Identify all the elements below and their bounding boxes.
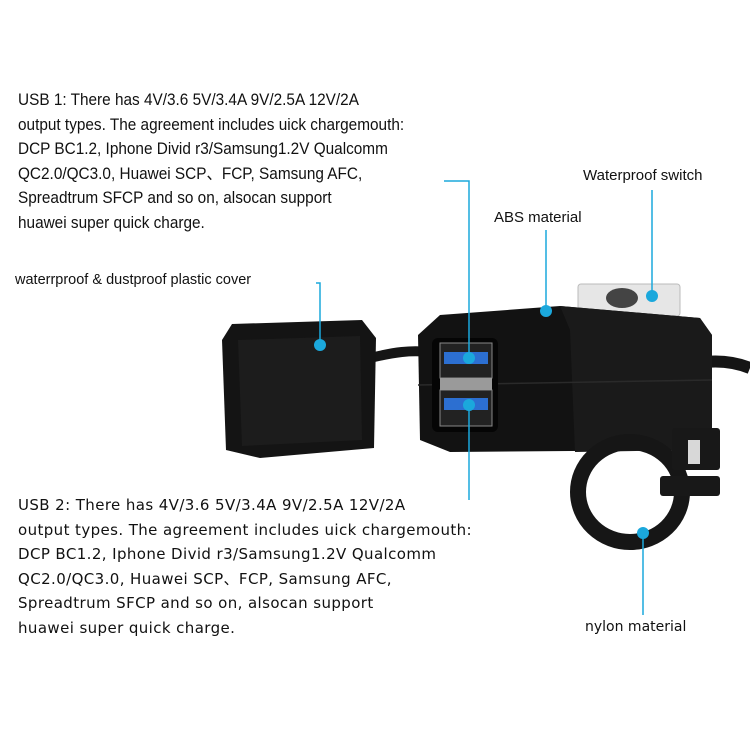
dot-usb1 xyxy=(463,352,475,364)
usb1-line: huawei super quick charge. xyxy=(18,213,205,232)
usb1-line: Spreadtrum SFCP and so on, alsocan suppo… xyxy=(18,189,332,208)
usb1-line: USB 1: There has 4V/3.6 5V/3.4A 9V/2.5A … xyxy=(18,91,359,109)
usb1-line: DCP BC1.2, Iphone Divid r3/Samsung1.2V Q… xyxy=(18,140,388,159)
dot-cover xyxy=(314,339,326,351)
label-abs-material: ABS material xyxy=(494,209,582,226)
usb1-line: QC2.0/QC3.0, Huawei SCP、FCP, Samsung AFC… xyxy=(18,164,363,183)
dot-switch xyxy=(646,290,658,302)
usb2-line: Spreadtrum SFCP and so on, alsocan suppo… xyxy=(18,594,374,613)
leader-cover xyxy=(316,282,321,345)
usb2-line: QC2.0/QC3.0, Huawei SCP、FCP, Samsung AFC… xyxy=(18,569,392,588)
leader-usb1 xyxy=(444,180,470,358)
usb2-line: USB 2: There has 4V/3.6 5V/3.4A 9V/2.5A … xyxy=(18,496,406,514)
leader-lines xyxy=(316,180,653,615)
label-nylon-material: nylon material xyxy=(585,619,687,635)
usb1-line: output types. The agreement includes uic… xyxy=(18,115,405,134)
usb1-description: USB 1: There has 4V/3.6 5V/3.4A 9V/2.5A … xyxy=(18,88,404,236)
dot-nylon xyxy=(637,527,649,539)
usb2-line: DCP BC1.2, Iphone Divid r3/Samsung1.2V Q… xyxy=(18,545,437,564)
label-waterproof-switch: Waterproof switch xyxy=(583,167,703,184)
usb2-line: huawei super quick charge. xyxy=(18,618,236,637)
usb2-description: USB 2: There has 4V/3.6 5V/3.4A 9V/2.5A … xyxy=(18,493,472,641)
label-plastic-cover: waterrproof & dustproof plastic cover xyxy=(15,272,252,288)
dot-abs xyxy=(540,305,552,317)
usb2-line: output types. The agreement includes uic… xyxy=(18,520,473,539)
nylon-clamp xyxy=(570,428,720,550)
dot-usb2 xyxy=(463,399,475,411)
